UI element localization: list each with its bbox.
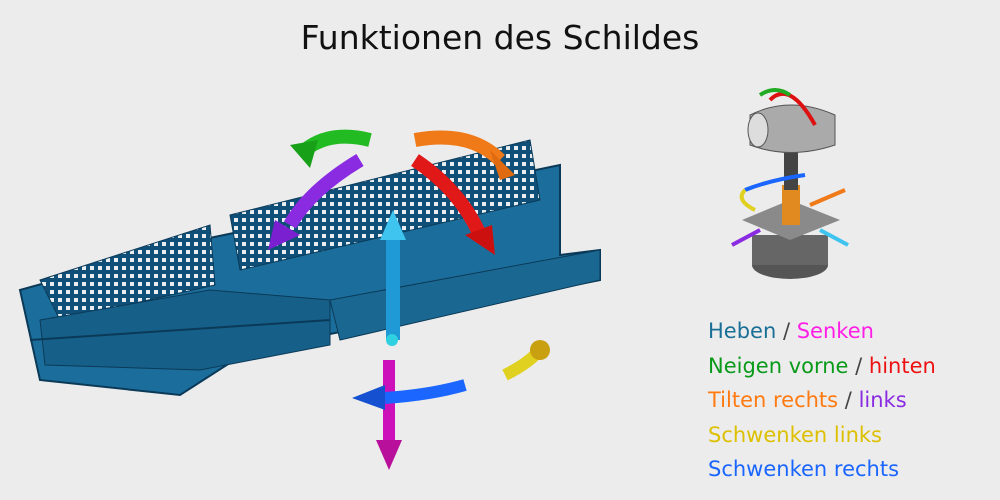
legend-schwenken-rechts: Schwenken rechts	[708, 457, 900, 481]
arrow-schwenken-links	[502, 340, 550, 381]
legend-item-neigen: Neigen vorne / hinten	[708, 349, 936, 384]
legend: Heben / Senken Neigen vorne / hinten Til…	[708, 314, 936, 487]
arrow-tilten-rechts	[413, 130, 515, 180]
arrow-tilten-links	[268, 153, 364, 250]
arrow-neigen-vorne	[290, 129, 372, 168]
arrow-senken	[376, 360, 402, 470]
joystick-icon	[731, 88, 849, 279]
arrow-heben	[380, 210, 406, 346]
legend-separator: /	[838, 388, 859, 412]
legend-schwenken-links: Schwenken links	[708, 422, 882, 447]
arrow-neigen-hinten	[411, 154, 495, 255]
legend-links: links	[858, 388, 907, 412]
legend-senken: Senken	[796, 319, 874, 343]
legend-separator: /	[776, 319, 797, 343]
legend-tilten-rechts: Tilten rechts	[708, 388, 839, 412]
legend-item-tilten: Tilten rechts / links	[708, 383, 936, 418]
legend-hinten: hinten	[868, 353, 936, 378]
legend-separator: /	[848, 353, 869, 378]
arrow-schwenken-rechts	[352, 379, 467, 410]
legend-item-schwenken-rechts: Schwenken rechts	[708, 452, 936, 487]
legend-heben: Heben	[708, 319, 777, 343]
snow-blade-model	[18, 139, 601, 397]
diagram-title: Funktionen des Schildes	[300, 18, 700, 57]
legend-item-heben-senken: Heben / Senken	[708, 314, 936, 349]
legend-item-schwenken-links: Schwenken links	[708, 418, 936, 453]
legend-neigen-vorne: Neigen vorne	[708, 353, 849, 378]
